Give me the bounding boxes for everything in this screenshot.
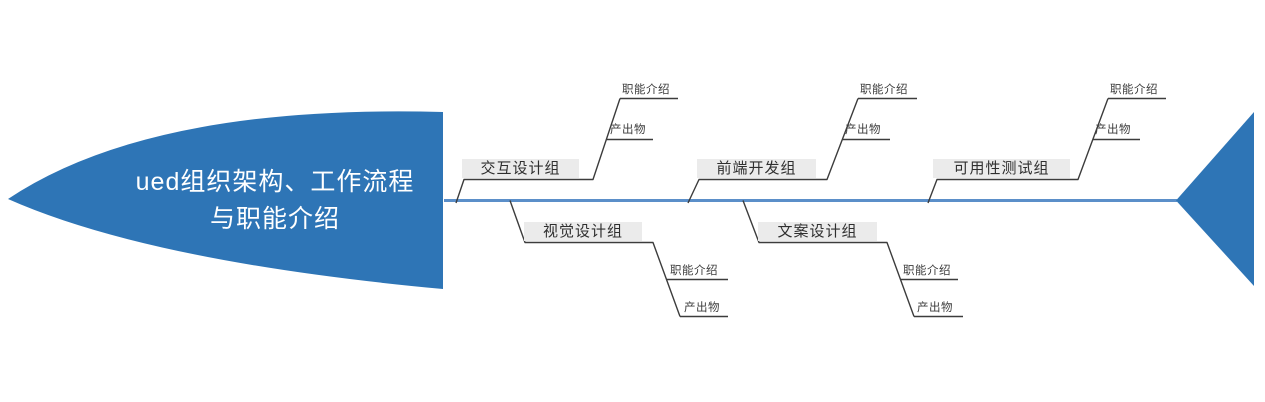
branch-2-item-0[interactable]: 职能介绍 (860, 84, 908, 96)
branch-1-bone (509, 200, 681, 317)
root-node-title[interactable]: ued组织架构、工作流程 与职能介绍 (85, 164, 465, 238)
branch-1-item-1[interactable]: 产出物 (684, 302, 720, 314)
branch-4-item-1[interactable]: 产出物 (1095, 124, 1131, 136)
branch-lines-2 (687, 97, 917, 204)
branch-node-copywriting-design[interactable]: 文案设计组 (758, 222, 877, 241)
branch-1-item-0[interactable]: 职能介绍 (670, 265, 718, 277)
branch-0-item-1[interactable]: 产出物 (610, 124, 646, 136)
branch-lines-1 (509, 200, 728, 318)
fish-tail-shape (1176, 112, 1254, 286)
branch-node-interaction-design[interactable]: 交互设计组 (462, 159, 579, 178)
branch-0-item-0[interactable]: 职能介绍 (622, 84, 670, 96)
branch-node-usability-testing[interactable]: 可用性测试组 (933, 159, 1070, 178)
branch-3-bone (742, 200, 915, 317)
branch-0-bone (455, 98, 621, 204)
branch-lines-4 (927, 97, 1166, 204)
branch-3-item-0[interactable]: 职能介绍 (903, 265, 951, 277)
branch-2-bone (687, 98, 859, 204)
branch-3-item-1[interactable]: 产出物 (917, 302, 953, 314)
root-title-line-1: ued组织架构、工作流程 (135, 168, 415, 196)
root-title-line-2: 与职能介绍 (209, 205, 340, 233)
branch-4-item-0[interactable]: 职能介绍 (1110, 84, 1158, 96)
branch-node-visual-design[interactable]: 视觉设计组 (524, 222, 642, 241)
branch-4-bone (927, 98, 1109, 204)
branch-lines-3 (742, 200, 963, 318)
branch-lines-0 (455, 97, 678, 204)
branch-2-item-1[interactable]: 产出物 (845, 124, 881, 136)
branch-node-frontend-dev[interactable]: 前端开发组 (697, 159, 816, 178)
fish-head-shape[interactable] (8, 111, 443, 290)
